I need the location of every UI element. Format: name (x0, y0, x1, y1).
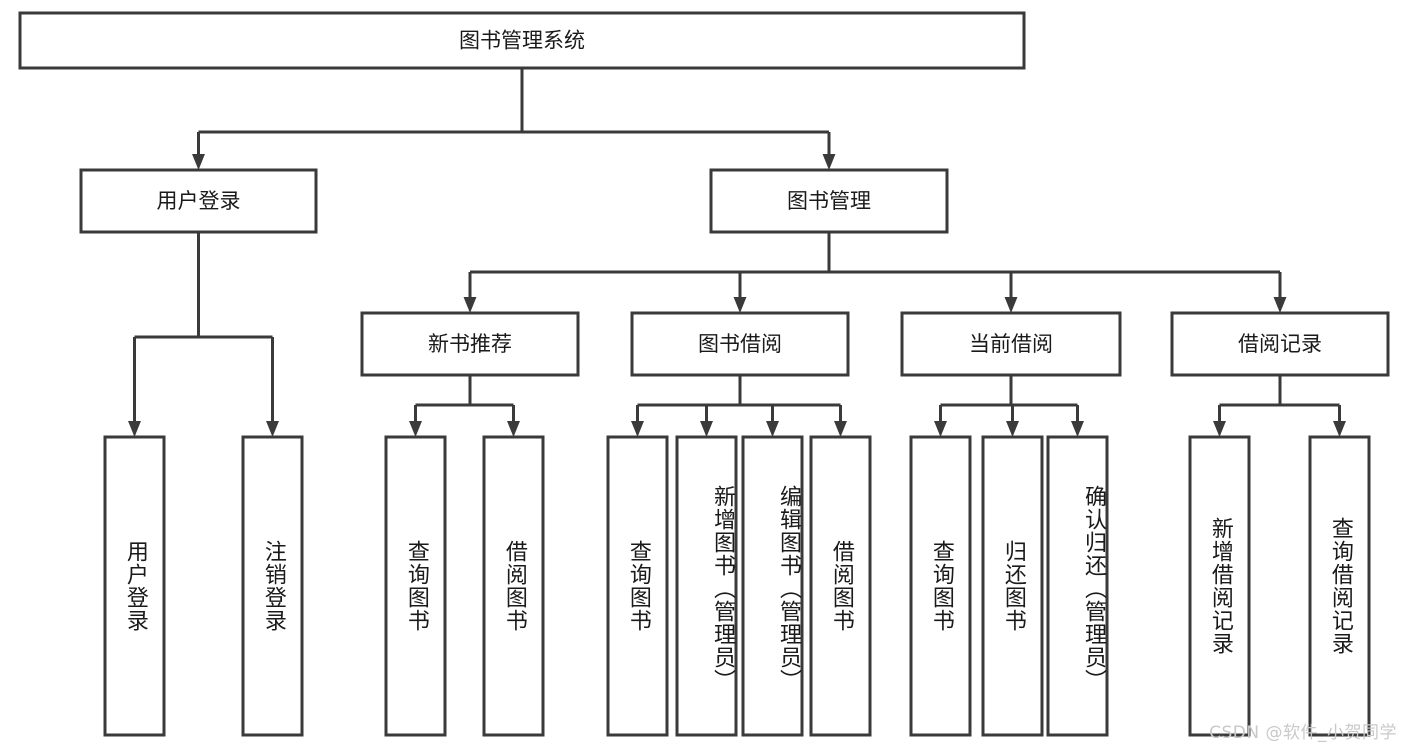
node-box[interactable] (675, 435, 738, 737)
node-box[interactable] (1308, 435, 1371, 737)
node-box[interactable] (909, 435, 972, 737)
node-leaf-3[interactable] (482, 435, 545, 737)
node-label: 图书借阅 (698, 332, 782, 356)
node-leaf-9[interactable] (981, 435, 1044, 737)
node-box[interactable] (360, 311, 580, 377)
csdn-watermark: CSDN @软件_小贺同学 (1209, 723, 1397, 743)
node-label: 当前借阅 (969, 332, 1053, 356)
node-level1-0[interactable]: 用户登录 (79, 168, 318, 234)
node-box[interactable] (1188, 435, 1251, 737)
node-leaf-8[interactable] (909, 435, 972, 737)
node-leaf-10[interactable] (1046, 435, 1109, 737)
node-box[interactable] (809, 435, 872, 737)
node-level2-3[interactable]: 借阅记录 (1170, 311, 1390, 377)
node-level1-1[interactable]: 图书管理 (709, 168, 949, 234)
node-label: 借阅记录 (1238, 332, 1322, 356)
node-box[interactable] (18, 11, 1026, 70)
node-box[interactable] (606, 435, 669, 737)
node-box[interactable] (482, 435, 545, 737)
node-box[interactable] (79, 168, 318, 234)
node-leaf-6[interactable] (741, 435, 804, 737)
node-box[interactable] (1046, 435, 1109, 737)
node-level2-0[interactable]: 新书推荐 (360, 311, 580, 377)
node-label: 用户登录 (157, 189, 241, 213)
node-level2-1[interactable]: 图书借阅 (630, 311, 850, 377)
node-root-0[interactable]: 图书管理系统 (18, 11, 1026, 70)
node-leaf-5[interactable] (675, 435, 738, 737)
node-leaf-7[interactable] (809, 435, 872, 737)
node-box[interactable] (241, 435, 304, 737)
node-leaf-1[interactable] (241, 435, 304, 737)
node-leaf-0[interactable] (103, 435, 166, 737)
node-box[interactable] (1170, 311, 1390, 377)
node-box[interactable] (981, 435, 1044, 737)
node-box[interactable] (900, 311, 1122, 377)
node-box[interactable] (709, 168, 949, 234)
node-label: 新书推荐 (428, 332, 512, 356)
node-box[interactable] (103, 435, 166, 737)
node-leaf-4[interactable] (606, 435, 669, 737)
node-box[interactable] (384, 435, 447, 737)
node-label: 图书管理系统 (459, 29, 585, 53)
node-box[interactable] (630, 311, 850, 377)
node-leaf-12[interactable] (1308, 435, 1371, 737)
connectors-layer (128, 68, 1346, 437)
node-leaf-11[interactable] (1188, 435, 1251, 737)
node-label: 图书管理 (787, 189, 871, 213)
node-leaf-2[interactable] (384, 435, 447, 737)
node-level2-2[interactable]: 当前借阅 (900, 311, 1122, 377)
node-box[interactable] (741, 435, 804, 737)
